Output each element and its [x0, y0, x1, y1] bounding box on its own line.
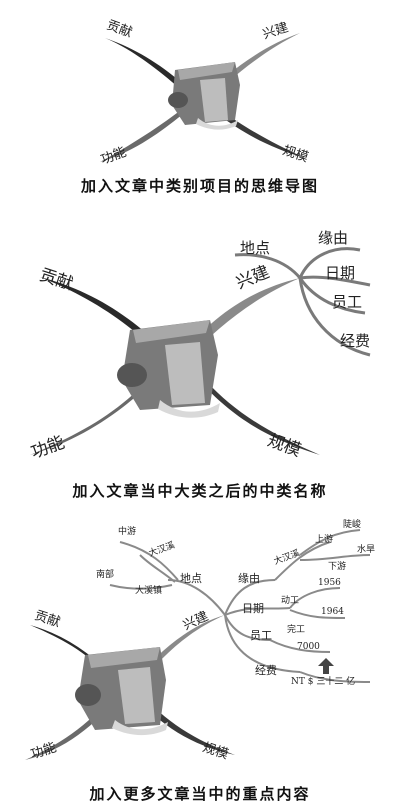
label-cost: 经费: [255, 664, 277, 677]
connector-staff: [298, 277, 366, 315]
label-staff: 员工: [250, 629, 272, 642]
mindmap-panel-1: 贡献 兴建 功能 规模 加入文章中类别项目的思维导图: [0, 0, 400, 200]
connector-staff: [224, 614, 271, 641]
connector-cost: [298, 277, 371, 357]
reservoir-illustration: [75, 647, 168, 736]
connector-date: [299, 275, 371, 287]
connector-date: [224, 607, 291, 616]
label-south: 南部: [96, 570, 115, 580]
connector-location-upper: [119, 541, 179, 581]
label-cost: 经费: [340, 332, 371, 350]
label-location: 地点: [240, 239, 271, 257]
connector-cost-amount: [299, 671, 371, 683]
label-reason: 缘由: [238, 572, 260, 585]
connector-reason-river: [274, 541, 331, 581]
connector-date-done: [289, 609, 346, 619]
label-reason: 缘由: [318, 229, 349, 247]
mindmap-panel-2: 贡献 兴建 功能 规模 地点 缘由 日期 员工 经费 加入文章当中大类之后的中类…: [0, 205, 400, 505]
increase-arrow-icon: [318, 658, 334, 674]
label-location: 地点: [180, 572, 202, 585]
mindmap-panel-3: 贡献 兴建 功能 规模 地点 中游 大汉溪 南部 大溪镇 缘由 大汉溪 上游 下…: [0, 510, 400, 810]
caption-3: 加入更多文章当中的重点内容: [89, 785, 311, 803]
label-year-start: 1956: [318, 578, 341, 588]
label-complete: 完工: [287, 625, 306, 635]
label-daxi-town: 大溪镇: [135, 586, 163, 596]
caption-1: 加入文章中类别项目的思维导图: [80, 177, 319, 195]
connector-date-start: [289, 587, 341, 609]
label-cost-amount: NT $ 三十二 亿: [291, 677, 356, 687]
connector-location-mid: [139, 554, 176, 583]
connector-location: [234, 253, 302, 279]
label-flood-drought: 水旱: [357, 545, 376, 555]
label-start-work: 动工: [281, 596, 300, 606]
label-midstream: 中游: [118, 527, 137, 537]
label-date: 日期: [242, 602, 264, 615]
reservoir-illustration: [168, 62, 240, 130]
connector-reason-up: [299, 529, 361, 556]
mindmap-drawing-2: [30, 247, 371, 455]
caption-2: 加入文章当中大类之后的中类名称: [72, 482, 328, 500]
reservoir-illustration: [117, 320, 220, 418]
connector-reason-down: [299, 554, 371, 561]
detail-branches: [109, 529, 371, 683]
connector-reason: [298, 247, 361, 279]
connector-reason: [224, 579, 276, 616]
label-downstream: 下游: [328, 562, 347, 572]
connector-staff-count: [269, 639, 331, 653]
label-year-done: 1964: [321, 607, 344, 617]
connector-location-lower: [109, 584, 173, 590]
label-date: 日期: [325, 264, 356, 282]
label-steep: 陡峻: [343, 520, 362, 530]
label-staff: 员工: [332, 293, 363, 311]
label-staff-count: 7000: [297, 642, 320, 652]
mindmap-drawing-1: [100, 33, 305, 162]
connector-cost: [224, 614, 301, 673]
label-upstream: 上游: [315, 535, 334, 545]
mindmap-drawing-3: [25, 529, 371, 760]
sub-branches: [234, 247, 371, 357]
